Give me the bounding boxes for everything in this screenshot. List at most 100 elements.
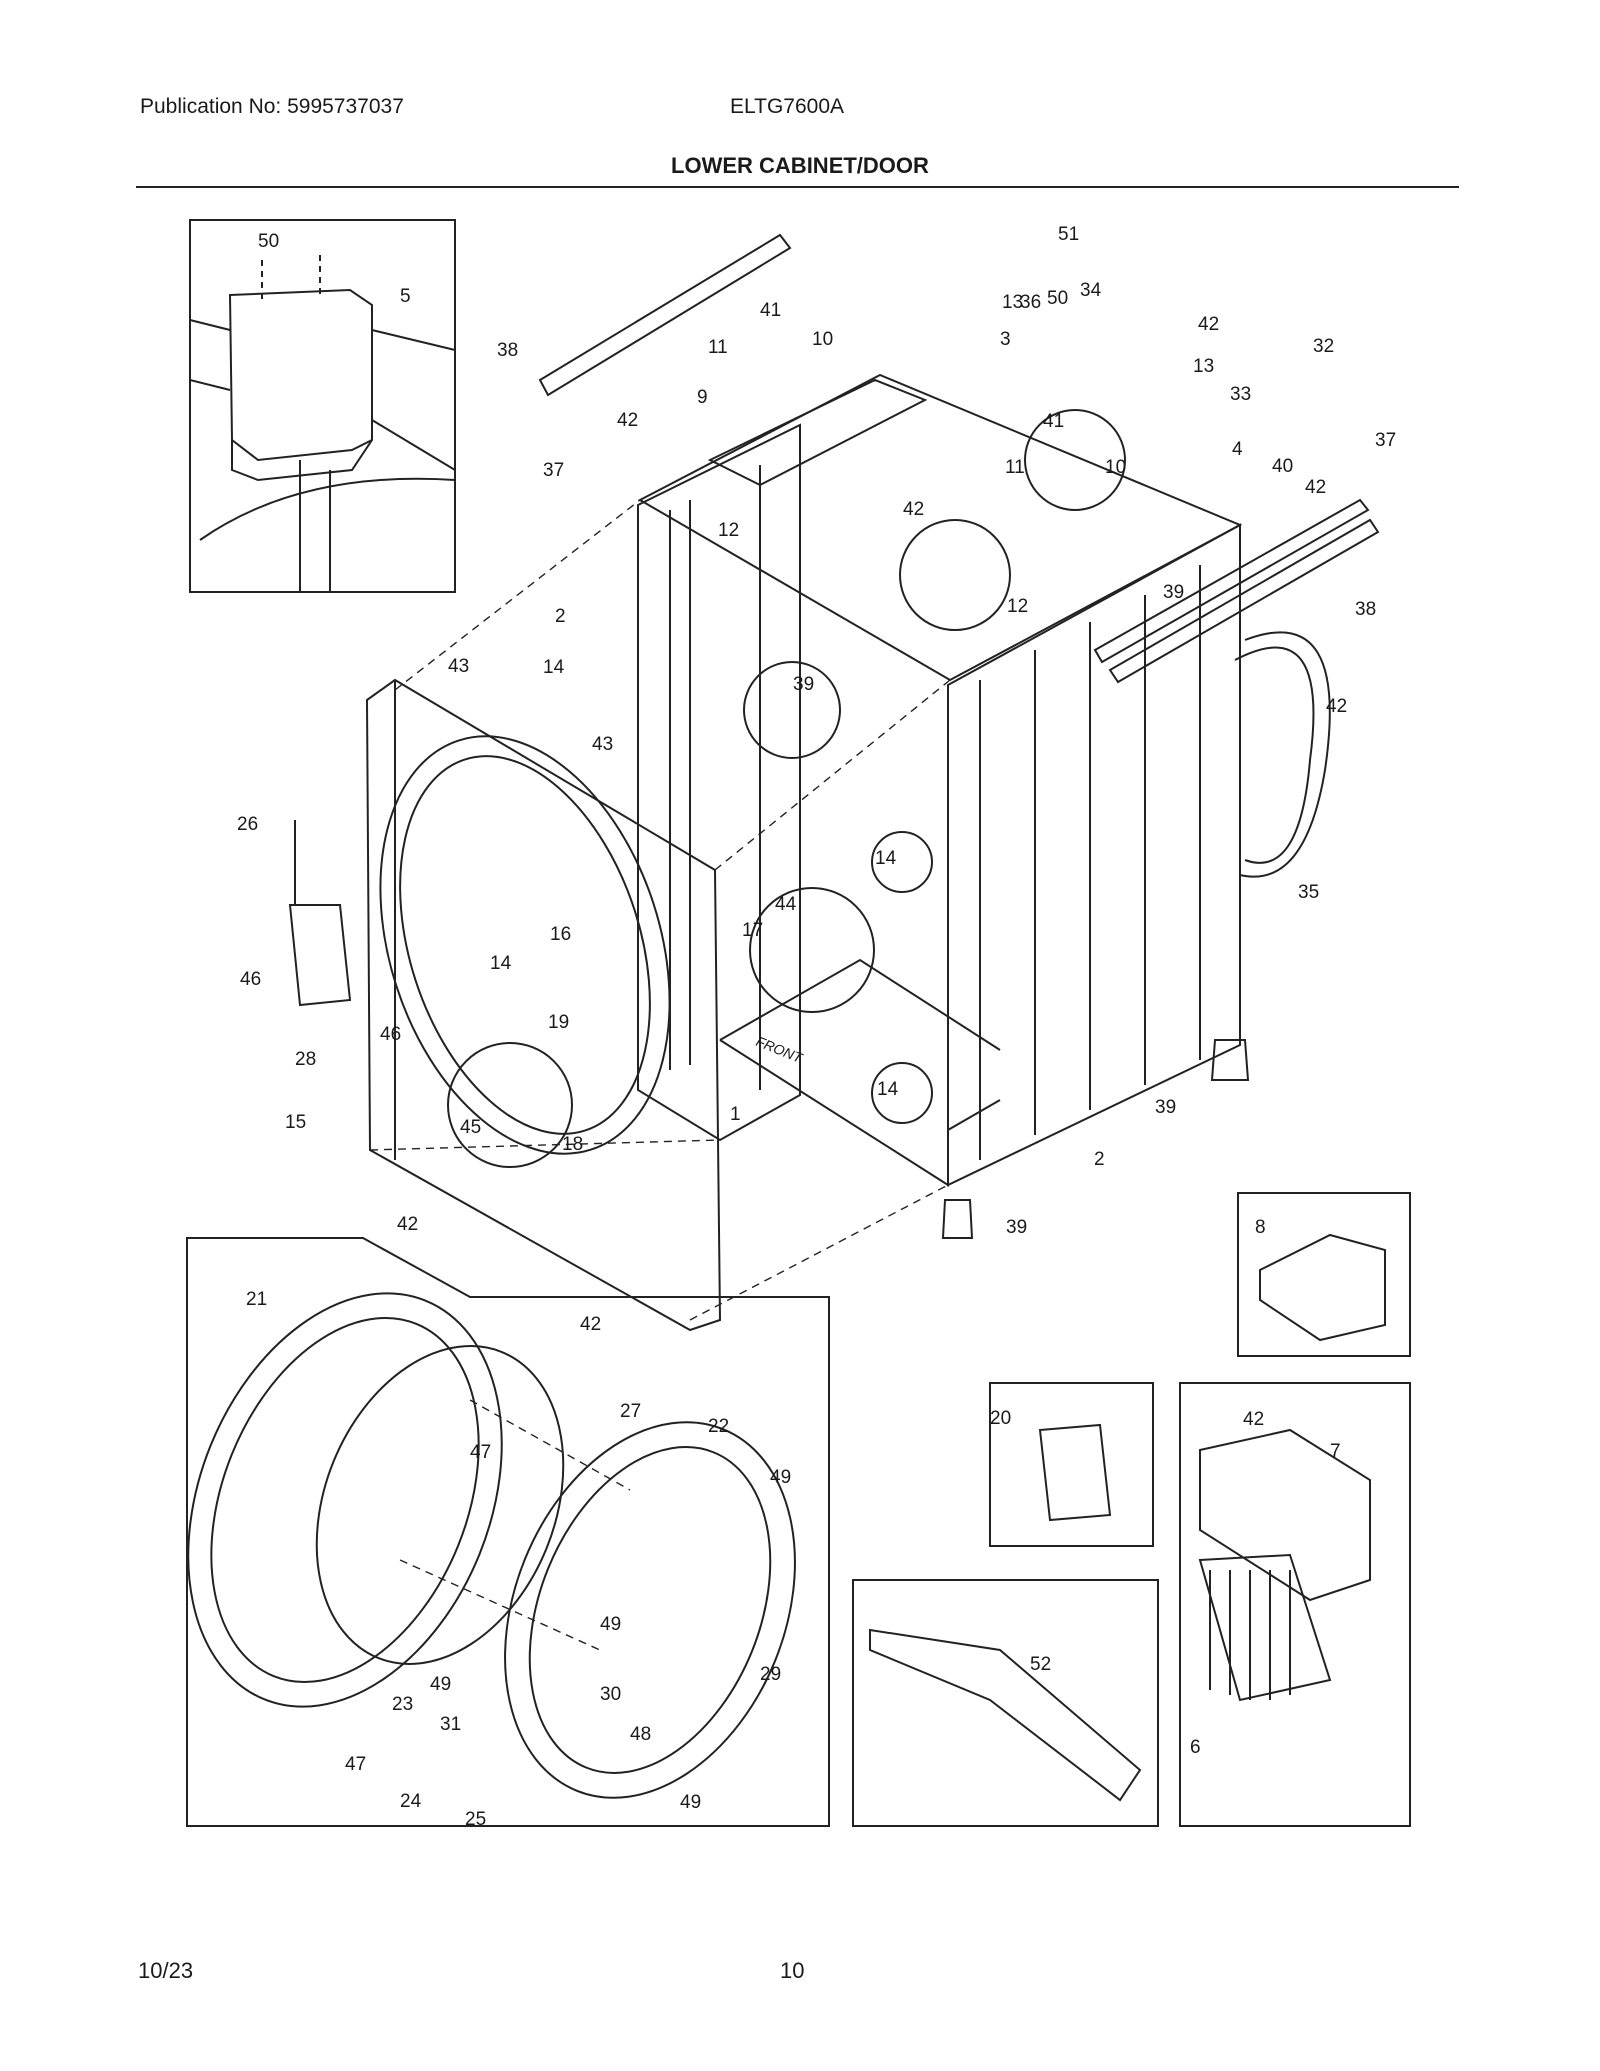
callout-29: 29 — [760, 1664, 781, 1685]
callout-40: 40 — [1272, 456, 1293, 477]
callout-44: 44 — [775, 894, 797, 915]
detail-14-a — [871, 831, 933, 893]
detail-44-17 — [749, 887, 875, 1013]
callout-47: 47 — [470, 1442, 491, 1463]
callout-11: 11 — [708, 337, 728, 358]
callout-28: 28 — [295, 1049, 316, 1070]
callout-46: 46 — [380, 1024, 401, 1045]
detail-18 — [447, 1042, 573, 1168]
callout-22: 22 — [708, 1416, 729, 1437]
gasket-35 — [1234, 646, 1315, 864]
callout-50: 50 — [1047, 288, 1068, 309]
callout-25: 25 — [465, 1809, 486, 1830]
callout-23: 23 — [392, 1694, 413, 1715]
page-title: LOWER CABINET/DOOR — [671, 153, 929, 178]
callout-24: 24 — [400, 1791, 422, 1812]
rail-38-right — [1108, 518, 1380, 684]
inset-part-52 — [852, 1579, 1159, 1827]
callout-8: 8 — [1255, 1217, 1266, 1238]
callout-3: 3 — [1000, 329, 1011, 350]
callout-42: 42 — [1198, 314, 1219, 335]
callout-18: 18 — [562, 1134, 583, 1155]
callout-48: 48 — [630, 1724, 651, 1745]
callout-42: 42 — [1305, 477, 1326, 498]
footer-page-number: 10 — [780, 1958, 805, 1983]
callout-45: 45 — [460, 1117, 481, 1138]
callout-43: 43 — [592, 734, 613, 755]
callout-14: 14 — [490, 953, 512, 974]
callout-6: 6 — [1190, 1737, 1201, 1758]
callout-51: 51 — [1058, 224, 1079, 245]
callout-47: 47 — [345, 1754, 366, 1775]
callout-21: 21 — [246, 1289, 267, 1310]
callout-42: 42 — [617, 410, 638, 431]
callout-9: 9 — [697, 387, 708, 408]
callout-19: 19 — [548, 1012, 569, 1033]
door-glass-29 — [315, 1345, 565, 1665]
header-divider — [136, 186, 1459, 188]
callout-7: 7 — [1330, 1441, 1341, 1462]
callout-15: 15 — [285, 1112, 306, 1133]
rail-38-left — [538, 233, 792, 397]
callout-46: 46 — [240, 969, 261, 990]
callout-37: 37 — [1375, 430, 1396, 451]
callout-20: 20 — [990, 1408, 1011, 1429]
callout-13: 13 — [1002, 292, 1023, 313]
detail-42-12 — [899, 519, 1011, 631]
inset-part-8 — [1237, 1192, 1411, 1357]
detail-39 — [743, 661, 841, 759]
cabinet-right-panel — [947, 523, 1241, 1187]
callout-52: 52 — [1030, 1654, 1051, 1675]
callout-32: 32 — [1313, 336, 1334, 357]
callout-39: 39 — [1163, 582, 1184, 603]
callout-14: 14 — [875, 848, 897, 869]
callout-49: 49 — [770, 1467, 791, 1488]
detail-41 — [1024, 409, 1126, 511]
inset-door — [186, 1237, 830, 1827]
callout-42: 42 — [580, 1314, 601, 1335]
callout-49: 49 — [680, 1792, 701, 1813]
callout-38: 38 — [1355, 599, 1376, 620]
front-panel-15 — [365, 678, 722, 1332]
callout-11: 11 — [1005, 457, 1025, 478]
callout-42: 42 — [1243, 1409, 1264, 1430]
cabinet-base — [719, 958, 1001, 1187]
callout-39: 39 — [1006, 1217, 1027, 1238]
callout-36: 36 — [1020, 292, 1041, 313]
publication-number: Publication No: 5995737037 — [140, 95, 404, 118]
inset-part-20 — [989, 1382, 1154, 1547]
callout-41: 41 — [760, 300, 781, 321]
callout-37: 37 — [543, 460, 564, 481]
callout-39: 39 — [793, 674, 814, 695]
callout-17: 17 — [742, 920, 763, 941]
footer-date: 10/23 — [138, 1958, 194, 1983]
callout-34: 34 — [1080, 280, 1102, 301]
callout-49: 49 — [430, 1674, 451, 1695]
door-outer-ring-21 — [187, 1292, 503, 1708]
callout-10: 10 — [812, 329, 833, 350]
callout-13: 13 — [1193, 356, 1214, 377]
callout-33: 33 — [1230, 384, 1251, 405]
callout-12: 12 — [718, 520, 739, 541]
callout-41: 41 — [1043, 411, 1064, 432]
callout-2: 2 — [1094, 1149, 1105, 1170]
callout-14: 14 — [877, 1079, 899, 1100]
callout-10: 10 — [1105, 457, 1126, 478]
callout-4: 4 — [1232, 439, 1243, 460]
callout-2: 2 — [555, 606, 566, 627]
cabinet-left-panel — [637, 423, 801, 1142]
inset-part-7 — [1179, 1382, 1411, 1827]
callout-42: 42 — [1326, 696, 1347, 717]
door-opening — [379, 735, 671, 1155]
callout-38: 38 — [497, 340, 518, 361]
door-inner-ring-22 — [504, 1421, 796, 1799]
detail-14-b — [871, 1062, 933, 1124]
front-stamp: FRONT — [754, 1033, 806, 1066]
callout-27: 27 — [620, 1401, 641, 1422]
callout-31: 31 — [440, 1714, 461, 1735]
callout-39: 39 — [1155, 1097, 1176, 1118]
callout-30: 30 — [600, 1684, 621, 1705]
callout-1: 1 — [730, 1104, 741, 1125]
callout-5: 5 — [400, 286, 411, 307]
